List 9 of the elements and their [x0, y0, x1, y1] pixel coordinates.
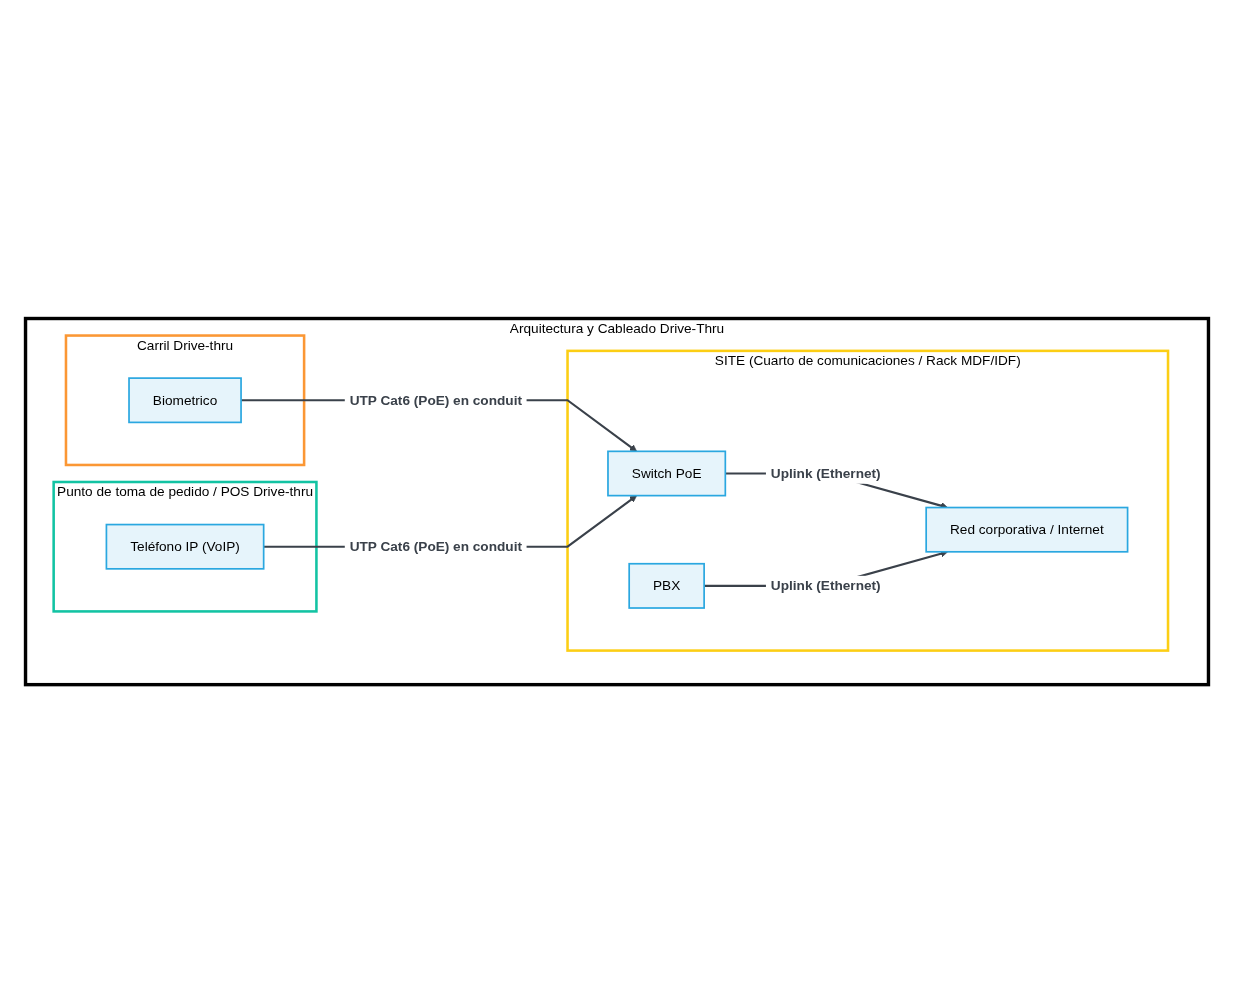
edge-label: Uplink (Ethernet): [770, 578, 881, 593]
edge-label: Uplink (Ethernet): [770, 465, 881, 481]
node-box: PBX: [628, 562, 705, 609]
edge-label: UTP Cat6 (PoE) en conduit: [349, 538, 522, 554]
edge-label: UTP Cat6 (PoE) en conduit: [349, 392, 522, 407]
node-box: Red corporativa / Internet: [925, 506, 1129, 553]
node-box: Teléfono IP (VoIP): [105, 523, 265, 570]
node-box: Switch PoE: [607, 450, 727, 497]
node-box: Biometrico: [128, 377, 242, 424]
